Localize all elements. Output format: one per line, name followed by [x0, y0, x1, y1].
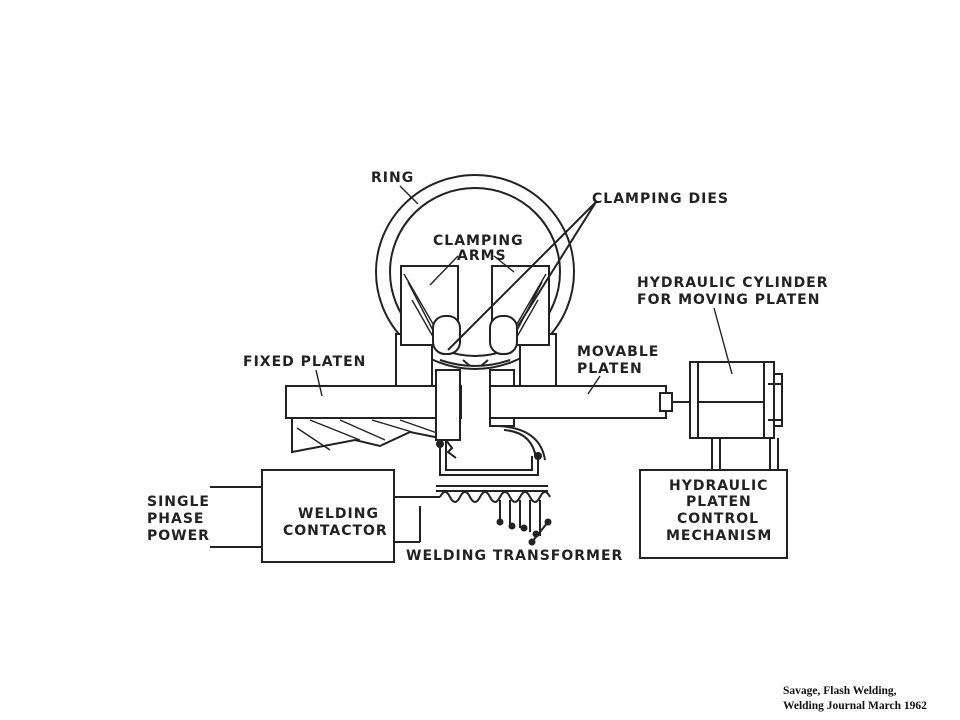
label-hydraulic-control-1: HYDRAULIC — [669, 478, 768, 494]
label-clamping-dies: CLAMPING DIES — [592, 191, 729, 207]
label-welding-contactor-1: WELDING — [298, 506, 379, 522]
hydraulic-cylinder — [689, 361, 783, 439]
leader-lines — [315, 185, 733, 397]
label-hydraulic-cylinder-1: HYDRAULIC CYLINDER — [637, 275, 829, 291]
label-hydraulic-control-4: MECHANISM — [666, 528, 772, 544]
label-welding-transformer: WELDING TRANSFORMER — [406, 548, 623, 564]
caption-line-2: Welding Journal March 1962 — [783, 700, 927, 712]
label-movable-platen-1: MOVABLE — [577, 344, 659, 360]
secondary-leads — [436, 425, 546, 476]
label-ring: RING — [371, 170, 414, 186]
fixed-stem — [435, 369, 461, 441]
label-fixed-platen: FIXED PLATEN — [243, 354, 366, 370]
citation-caption: Savage, Flash Welding, Welding Journal M… — [783, 684, 927, 714]
workpiece-ends — [462, 359, 489, 367]
label-clamping-arms-1: CLAMPING — [433, 233, 524, 249]
ring — [375, 174, 575, 370]
label-single-phase-3: POWER — [147, 528, 210, 544]
label-single-phase-2: PHASE — [147, 511, 204, 527]
caption-line-1: Savage, Flash Welding, — [783, 685, 897, 697]
welding-contactor-box — [261, 469, 395, 563]
label-hydraulic-control-2: PLATEN — [686, 494, 752, 510]
label-welding-contactor-2: CONTACTOR — [283, 523, 388, 539]
label-hydraulic-control-3: CONTROL — [677, 511, 759, 527]
label-clamping-arms-2: ARMS — [457, 248, 507, 264]
label-single-phase-1: SINGLE — [147, 494, 210, 510]
power-lines — [210, 486, 262, 548]
label-movable-platen-2: PLATEN — [577, 361, 643, 377]
label-hydraulic-cylinder-2: FOR MOVING PLATEN — [637, 292, 820, 308]
fixed-platen — [285, 385, 462, 454]
hydraulic-control-box — [639, 469, 788, 559]
movable-platen — [489, 385, 690, 419]
hydraulic-lines — [711, 438, 779, 470]
welding-transformer — [394, 485, 552, 546]
